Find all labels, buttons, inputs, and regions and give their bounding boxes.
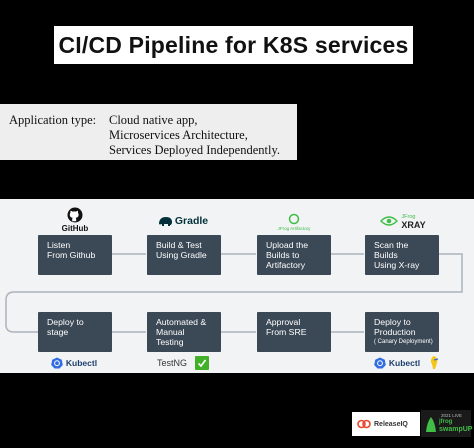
- canary-bird-logo: [428, 354, 440, 370]
- artifactory-icon: [288, 213, 300, 225]
- application-type-box: Application type: Cloud native app, Micr…: [0, 104, 297, 160]
- xray-logo-text-group: JFrog XRAY: [401, 213, 426, 230]
- step-label: Production: [374, 327, 416, 337]
- step-scan-with-xray: Scan the Builds Using X-ray: [365, 235, 439, 275]
- github-icon: [67, 207, 83, 223]
- testng-logo-text: TestNG: [156, 358, 187, 368]
- swampup-frog-icon: [426, 417, 436, 432]
- application-type-label: Application type:: [9, 113, 97, 127]
- application-type-line: Services Deployed Independently.: [109, 143, 281, 157]
- pipeline-panel: GitHub Gradle JFrog Artifactory JFrog XR…: [0, 199, 474, 373]
- gradle-logo: Gradle: [156, 213, 210, 229]
- step-label: Upload the: [266, 240, 309, 250]
- connector-wrap: [5, 253, 463, 333]
- step-label: Manual: [156, 327, 185, 337]
- jfrog-artifactory-logo: JFrog Artifactory: [272, 209, 316, 235]
- testng-logo: TestNG: [152, 356, 192, 370]
- step-label: Deploy to: [374, 317, 411, 327]
- releaseiq-badge: ReleaseIQ: [352, 412, 420, 436]
- step-label: Builds to: [266, 250, 300, 260]
- title-banner: CI/CD Pipeline for K8S services: [54, 26, 413, 64]
- step-automated-manual-testing: Automated & Manual Testing: [147, 312, 221, 352]
- github-logo: GitHub: [55, 205, 95, 235]
- kubectl-logo-text: Kubectl: [65, 358, 98, 368]
- kubectl-logo-text: Kubectl: [388, 358, 421, 368]
- gradle-logo-text: Gradle: [174, 215, 209, 227]
- step-deploy-to-stage: Deploy to stage: [38, 312, 112, 352]
- jfrog-artifactory-text: JFrog Artifactory: [277, 226, 311, 231]
- step-label: Deploy to: [47, 317, 84, 327]
- kubectl-logo-production: Kubectl: [369, 356, 425, 370]
- step-label: Automated &: [156, 317, 207, 327]
- kubernetes-icon: [374, 357, 386, 369]
- swampup-tag: 2021 LIVE: [441, 413, 463, 418]
- releaseiq-icon: [357, 419, 371, 429]
- step-label: Using Gradle: [156, 250, 207, 260]
- swampup-brand: jfrog: [439, 419, 453, 425]
- releaseiq-text: ReleaseIQ: [374, 420, 408, 428]
- xray-jfrog-text: JFrog: [401, 214, 416, 220]
- jfrog-xray-logo: JFrog XRAY: [380, 207, 426, 235]
- step-label: From SRE: [266, 327, 307, 337]
- step-label: Testing: [156, 337, 184, 347]
- swampup-name: swampUP: [439, 426, 473, 433]
- xray-eye-icon: [380, 216, 399, 226]
- step-deploy-to-production: Deploy to Production ( Canary Deployment…: [365, 312, 439, 352]
- step-label: stage: [47, 327, 69, 337]
- pipeline-connectors: [5, 253, 463, 333]
- kubectl-logo: Kubectl: [46, 356, 102, 370]
- step-label: Approval: [266, 317, 301, 327]
- gradle-elephant-icon: [158, 216, 172, 226]
- step-note: ( Canary Deployment): [374, 339, 433, 345]
- step-label: Build & Test: [156, 240, 202, 250]
- step-label: Artifactory: [266, 260, 306, 270]
- step-approval-from-sre: Approval From SRE: [257, 312, 331, 352]
- application-type-line: Cloud native app,: [109, 113, 198, 127]
- github-logo-text: GitHub: [61, 224, 89, 233]
- kubernetes-icon: [51, 357, 63, 369]
- step-label: Listen: [47, 240, 71, 250]
- xray-logo-text: XRAY: [401, 220, 426, 230]
- step-build-and-test: Build & Test Using Gradle: [147, 235, 221, 275]
- page-title: CI/CD Pipeline for K8S services: [58, 31, 409, 58]
- jfrog-swampup-badge: 2021 LIVE jfrog swampUP: [421, 410, 473, 437]
- step-label: Using X-ray: [374, 260, 420, 270]
- step-upload-to-artifactory: Upload the Builds to Artifactory: [257, 235, 331, 275]
- application-type-values: Cloud native app, Microservices Architec…: [109, 113, 280, 158]
- application-type-line: Microservices Architecture,: [109, 128, 248, 142]
- step-label: Scan the: [374, 240, 409, 250]
- canary-icon: [430, 355, 439, 369]
- step-label: From Github: [47, 250, 96, 260]
- selenium-logo: [195, 356, 209, 370]
- step-label: Builds: [374, 250, 398, 260]
- step-listen-from-github: Listen From Github: [38, 235, 112, 275]
- selenium-check-icon: [197, 359, 207, 368]
